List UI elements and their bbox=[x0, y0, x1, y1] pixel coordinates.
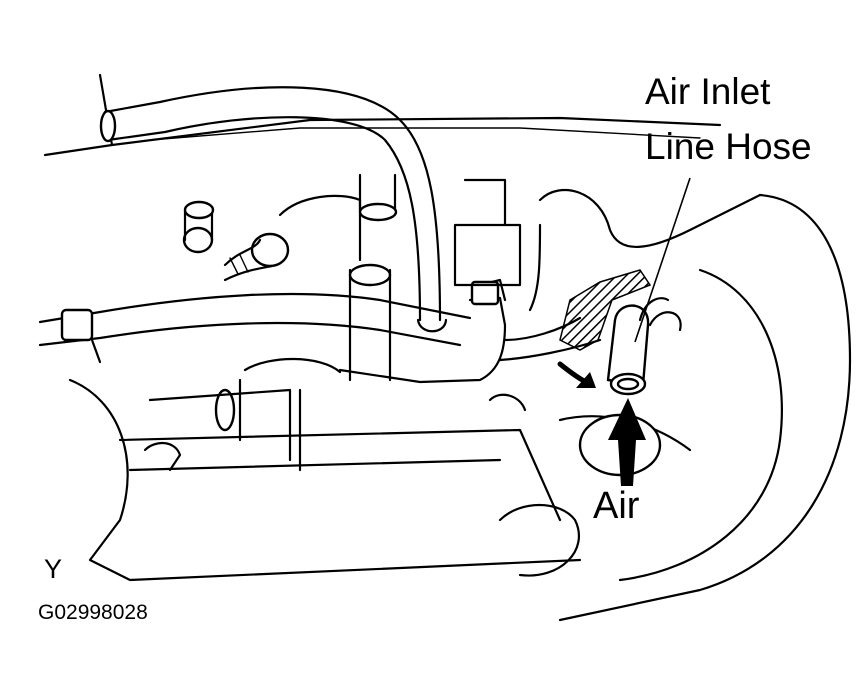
view-label: Y bbox=[44, 554, 63, 584]
left-fittings bbox=[182, 200, 290, 282]
throttle-body bbox=[214, 173, 522, 472]
air-flow-arrow bbox=[608, 398, 646, 486]
air-inlet-line-hose bbox=[606, 297, 682, 396]
callout-label-line1: Air Inlet bbox=[645, 71, 771, 112]
hatched-area bbox=[559, 269, 652, 351]
upper-body-panel bbox=[43, 73, 722, 157]
air-label: Air bbox=[593, 485, 640, 527]
disconnect-arrow bbox=[557, 361, 596, 388]
callout-leader-line bbox=[634, 177, 691, 343]
intake-housing bbox=[498, 188, 852, 622]
callout-label-line2: Line Hose bbox=[645, 126, 812, 167]
lower-engine-block bbox=[68, 378, 582, 582]
left-vacuum-hose bbox=[38, 292, 472, 364]
upper-coolant-hose bbox=[99, 86, 448, 333]
figure-code: G02998028 bbox=[38, 601, 148, 624]
